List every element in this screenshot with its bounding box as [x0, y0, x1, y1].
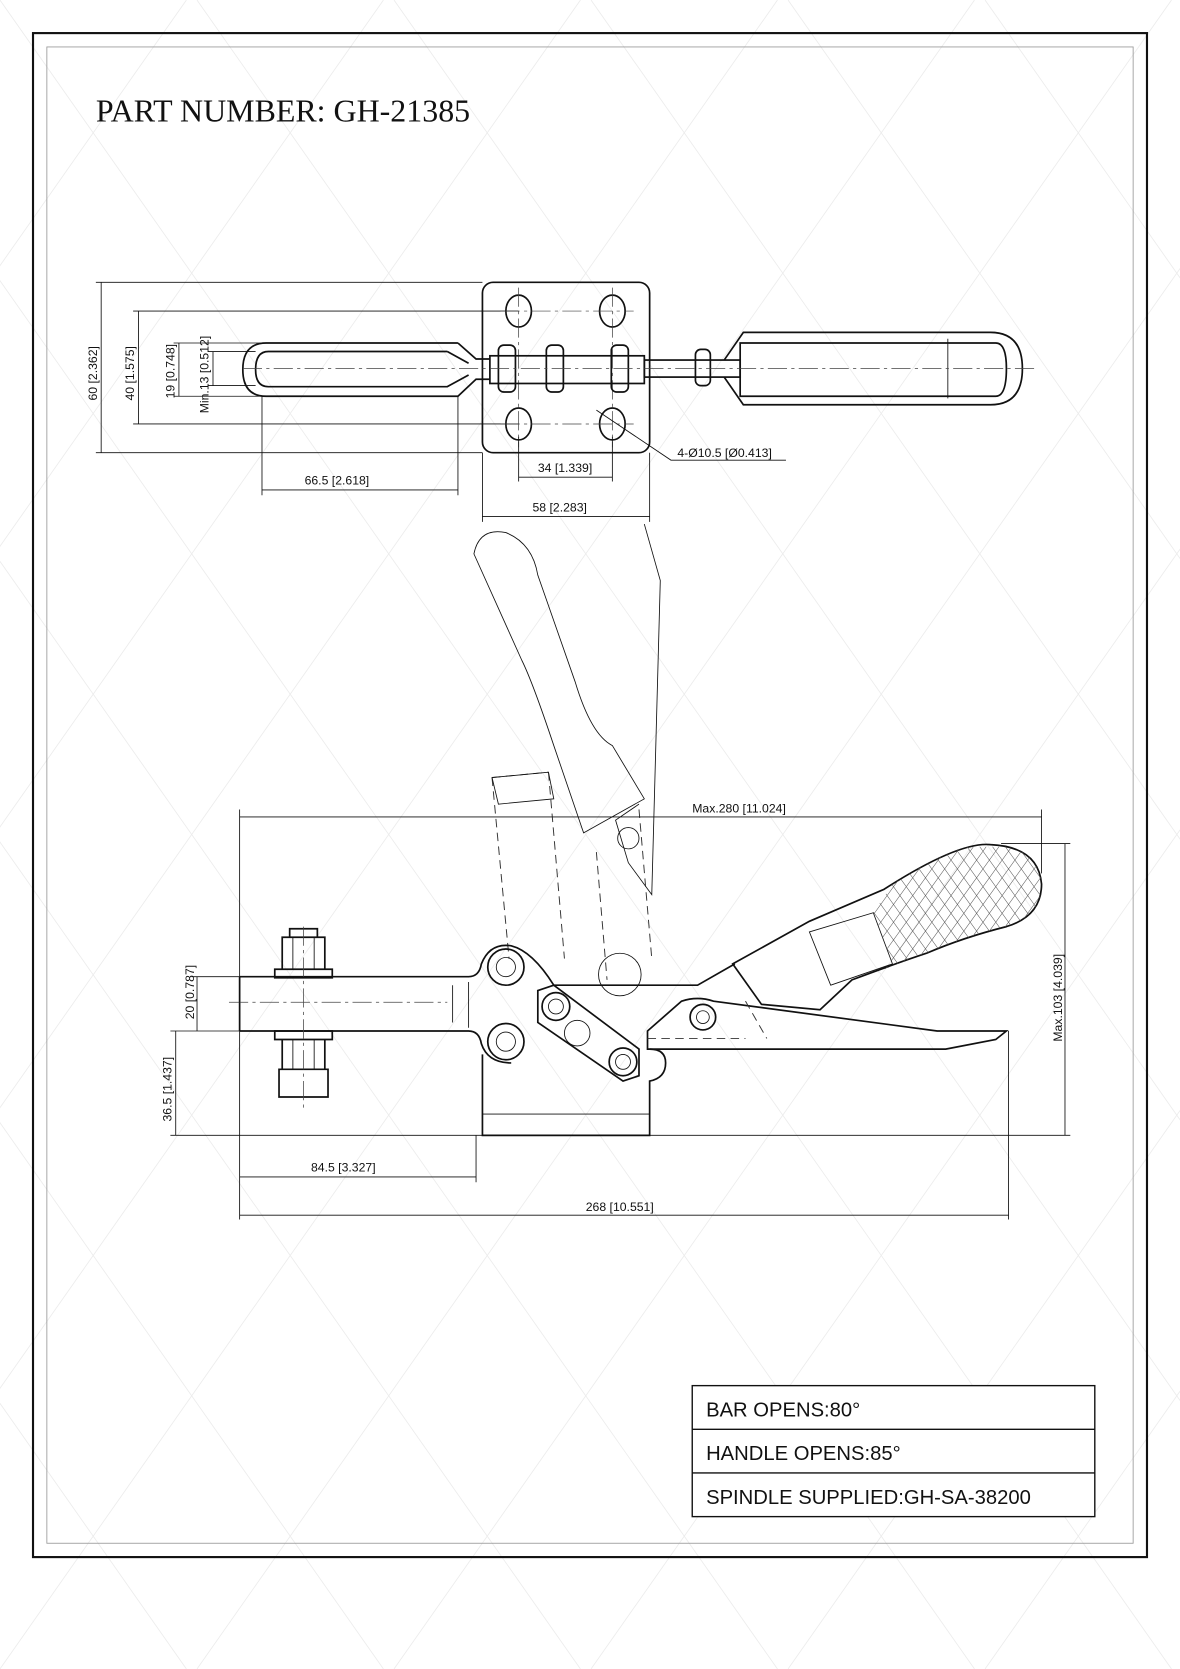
- dim-holes: 4-Ø10.5 [Ø0.413]: [677, 446, 772, 460]
- hatch-line: [763, 847, 859, 980]
- hatch-line: [750, 847, 846, 980]
- watermark-line: [196, 267, 1180, 1669]
- top-view: 60 [2.362] 40 [1.575] 19 [0.748] Min.13 …: [86, 281, 1036, 522]
- hatch-line: [737, 847, 833, 980]
- watermark-line: [0, 0, 384, 547]
- dim-max103: Max.103 [4.039]: [1051, 954, 1065, 1042]
- watermark-line: [393, 548, 1180, 1669]
- spec-spindle-supplied: SPINDLE SUPPLIED:GH-SA-38200: [706, 1487, 1031, 1509]
- hatch-line: [873, 846, 885, 975]
- hatch-line: [873, 846, 885, 975]
- watermark-line: [0, 841, 581, 1669]
- dim-40: 40 [1.575]: [123, 346, 137, 400]
- spec-bar-opens: BAR OPENS:80°: [706, 1400, 860, 1422]
- hatch-line: [1017, 846, 1042, 975]
- dim-max280: Max.280 [11.024]: [692, 802, 786, 816]
- dim-60: 60 [2.362]: [86, 346, 100, 400]
- watermark-line: [0, 0, 581, 828]
- inner-frame: [46, 46, 1134, 1544]
- dim-34: 34 [1.339]: [538, 461, 592, 475]
- hatch-line: [737, 847, 833, 980]
- watermark-line: [0, 0, 975, 1389]
- hatch-line: [979, 846, 1042, 975]
- hatch-line: [763, 847, 859, 980]
- dim-min13: Min.13 [0.512]: [198, 336, 212, 414]
- watermark-line: [0, 0, 778, 1109]
- spec-handle-opens: HANDLE OPENS:85°: [706, 1443, 901, 1465]
- dim-19: 19 [0.748]: [164, 344, 178, 398]
- dim-84-5: 84.5 [3.327]: [311, 1161, 376, 1175]
- part-number-title: PART NUMBER: GH-21385: [96, 93, 470, 128]
- side-view: Max.280 [11.024] Max.103 [4.039] 20 [0.7…: [160, 523, 1071, 1220]
- dim-66-5: 66.5 [2.618]: [305, 474, 370, 488]
- hatch-line: [873, 846, 897, 975]
- watermark-line: [0, 1402, 187, 1669]
- dim-36-5: 36.5 [1.437]: [160, 1057, 174, 1122]
- hatch-line: [775, 847, 871, 980]
- hatch-line: [775, 847, 871, 980]
- hatch-line: [750, 847, 846, 980]
- hatch-line: [873, 846, 897, 975]
- hatch-line: [966, 846, 1042, 975]
- spec-table: BAR OPENS:80° HANDLE OPENS:85° SPINDLE S…: [691, 1384, 1096, 1518]
- dim-58: 58 [2.283]: [532, 500, 586, 514]
- dim-20: 20 [0.787]: [183, 965, 197, 1019]
- watermark-line: [0, 0, 187, 267]
- watermark-line: [787, 0, 1180, 560]
- hatch-line: [1005, 846, 1042, 975]
- dim-268: 268 [10.551]: [586, 1200, 654, 1214]
- hatch-line: [992, 846, 1042, 975]
- outer-frame: [31, 32, 1149, 1559]
- watermark-line: [0, 1122, 384, 1669]
